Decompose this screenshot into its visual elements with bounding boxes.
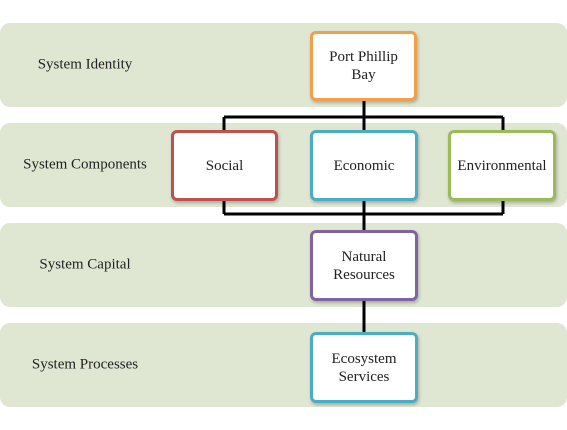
node-ecosystem-services-line1: Ecosystem [331,350,397,367]
node-economic: Economic [310,130,418,201]
band-system-identity [0,23,567,107]
node-environmental: Environmental [448,130,556,201]
band-label-system-processes: System Processes [31,356,139,373]
node-environmental-label: Environmental [457,157,547,174]
band-system-processes [0,323,567,407]
node-natural-resources-line2: Resources [333,266,395,283]
band-label-system-capital: System Capital [39,256,131,273]
node-port-phillip-bay-line2: Bay [351,67,376,83]
node-ecosystem-services-line2: Services [338,368,390,385]
node-social: Social [171,130,278,201]
band-system-capital [0,223,567,307]
node-natural-resources-line1: Natural [341,248,387,265]
band-label-system-components: System Components [23,156,147,173]
band-label-system-identity: System Identity [37,56,133,73]
node-social-label: Social [205,157,244,174]
node-port-phillip-bay-line1: Port Phillip [329,49,398,65]
node-economic-label: Economic [333,157,395,174]
